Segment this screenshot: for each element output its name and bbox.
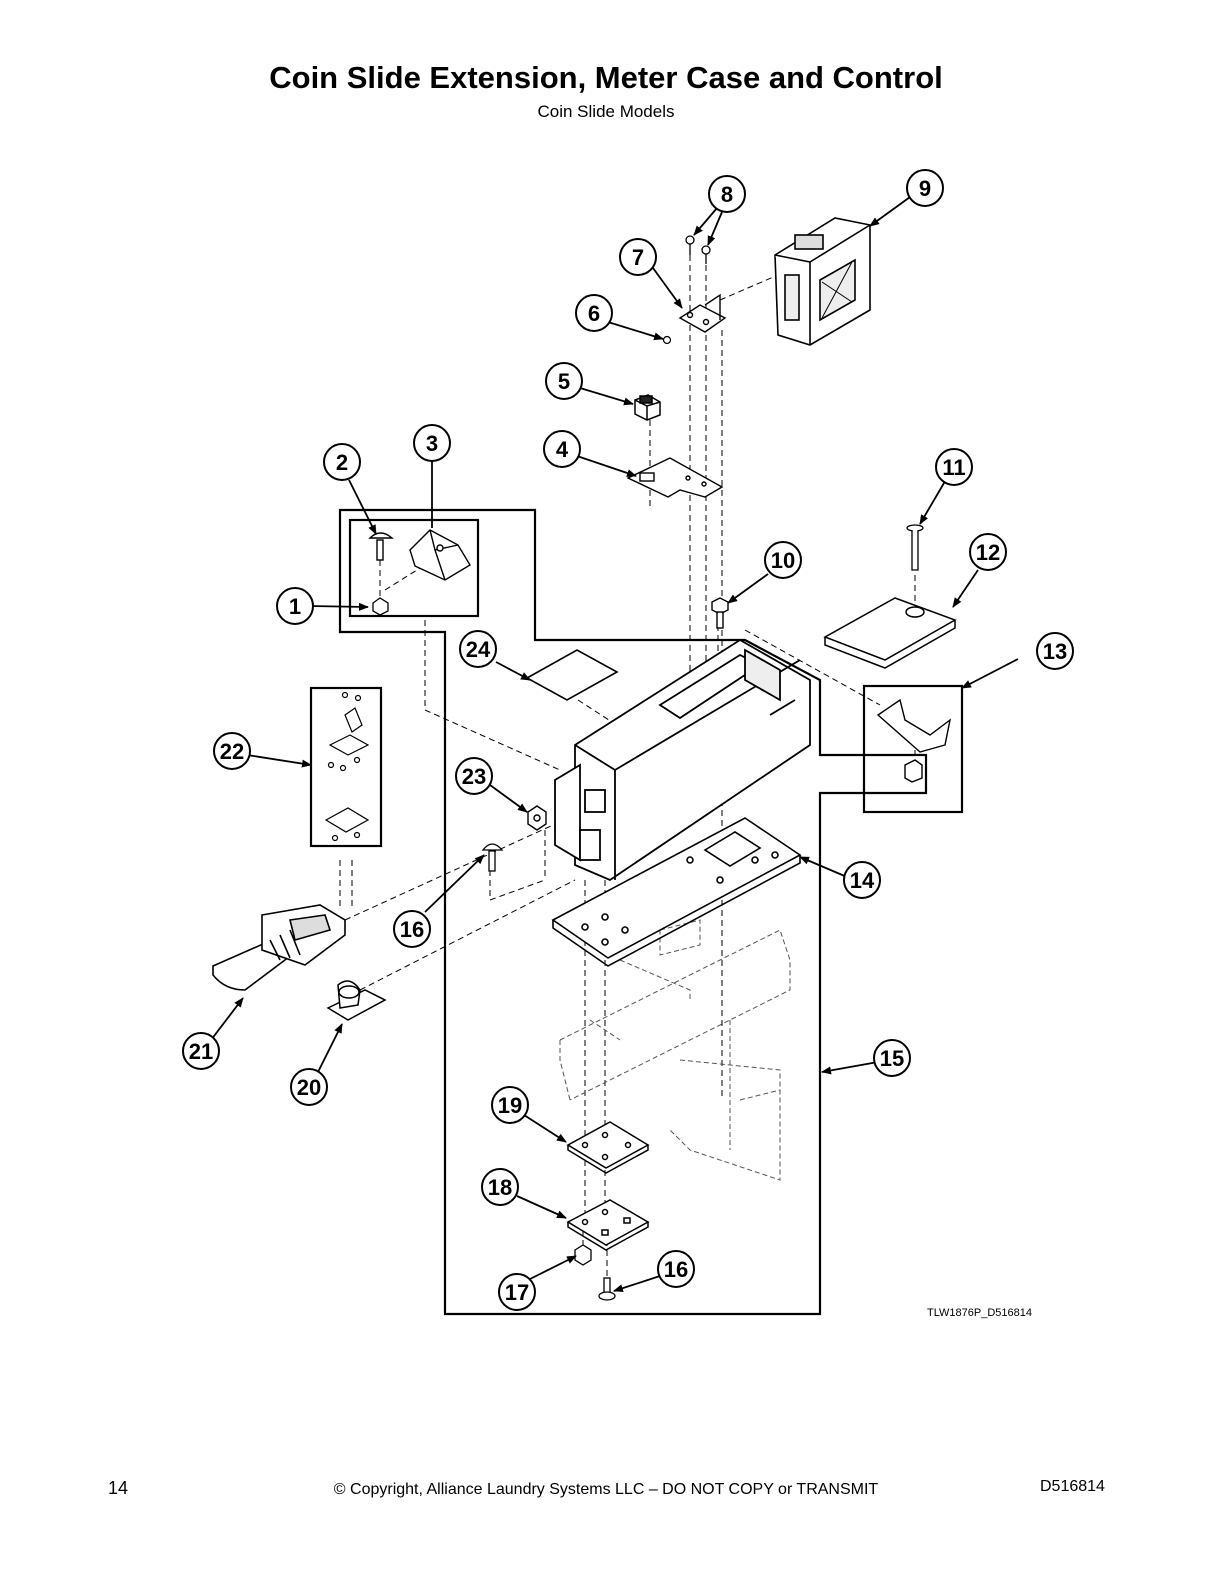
callout-label-17: 17 [505,1280,529,1305]
bolt-part-16-lower [598,1277,616,1301]
plate-part-19 [566,1121,650,1174]
nut-part-23 [527,805,547,831]
callout-label-24: 24 [466,637,491,662]
callout-label-11: 11 [942,455,965,480]
callout-circle-16 [393,910,431,948]
page-number: 14 [108,1478,129,1498]
callout-label-1: 1 [289,594,301,619]
callout-label-4: 4 [556,437,569,462]
screw-part-6 [662,335,672,345]
callout-label-19: 19 [498,1093,522,1118]
callout-label-15: 15 [880,1046,904,1071]
meter-case [554,638,811,882]
screws-part-8 [685,235,711,264]
callout-label-16: 16 [664,1257,688,1282]
callout-label-16: 16 [400,917,424,942]
callout-circle-17 [498,1273,536,1311]
callout-circle-15 [873,1039,911,1077]
callout-circle-21 [182,1032,220,1070]
callout-label-18: 18 [488,1175,512,1200]
figure-id: TLW1876P_D516814 [927,1307,1032,1319]
control-module-part-9 [774,217,871,346]
plate-part-18 [566,1199,650,1251]
callout-label-10: 10 [771,548,795,573]
copyright-notice: © Copyright, Alliance Laundry Systems LL… [333,1481,879,1498]
callout-label-9: 9 [919,176,931,201]
callout-label-12: 12 [976,540,1000,565]
switch-assembly-part-22 [324,691,370,842]
leader-lines [210,196,1019,1293]
callout-label-13: 13 [1043,639,1067,664]
group-boundaries [309,508,964,1316]
document-id: D516814 [1040,1478,1105,1495]
callout-circle-1 [276,587,314,625]
screw-part-11 [906,524,924,571]
callout-label-5: 5 [558,369,570,394]
callout-label-23: 23 [462,764,486,789]
callout-circle-22 [213,732,251,770]
callout-circle-16 [657,1250,695,1288]
callout-circle-6 [575,294,613,332]
bolt-part-10 [711,597,729,629]
callout-label-14: 14 [850,868,875,893]
callout-circle-19 [491,1086,529,1124]
callout-circle-2 [323,443,361,481]
callout-circle-11 [935,448,973,486]
callout-circle-14 [843,861,881,899]
callout-circle-5 [545,362,583,400]
callout-circle-9 [906,169,944,207]
machine-top-phantom [559,919,791,1181]
callout-label-20: 20 [297,1075,321,1100]
cover-plate-part-12 [823,597,957,669]
callout-label-2: 2 [336,450,348,475]
bracket-part-7 [678,293,727,333]
callout-circle-8 [708,175,746,213]
callout-circle-10 [764,541,802,579]
base-plate-part-14 [551,817,802,967]
bolt-part-16-upper [481,843,504,872]
carriage-bolt-part-2 [368,532,394,561]
callout-label-22: 22 [220,739,244,764]
callout-circle-24 [459,630,497,668]
bracket-part-13 [876,698,952,783]
callout-label-21: 21 [189,1039,213,1064]
callout-circle-3 [413,424,451,462]
callout-circle-13 [1036,632,1074,670]
label-part-24 [525,649,619,701]
coin-mechanism-part-20 [326,980,387,1021]
bracket-part-3 [409,529,471,581]
callout-circle-23 [455,757,493,795]
page-subtitle: Coin Slide Models [537,102,675,121]
switch-part-5 [634,394,661,421]
callout-label-3: 3 [426,431,438,456]
callout-circle-20 [290,1068,328,1106]
callout-circle-4 [543,430,581,468]
callout-circle-18 [481,1168,519,1206]
callout-label-8: 8 [721,182,733,207]
page-title: Coin Slide Extension, Meter Case and Con… [269,60,943,95]
callout-circle-7 [619,238,657,276]
callout-label-7: 7 [632,245,644,270]
coin-slide-part-21 [212,904,346,991]
nut-part-1 [372,597,389,616]
plate-part-4 [626,457,724,498]
callout-circle-12 [969,533,1007,571]
callout-label-6: 6 [588,301,600,326]
nut-part-17 [574,1244,592,1266]
